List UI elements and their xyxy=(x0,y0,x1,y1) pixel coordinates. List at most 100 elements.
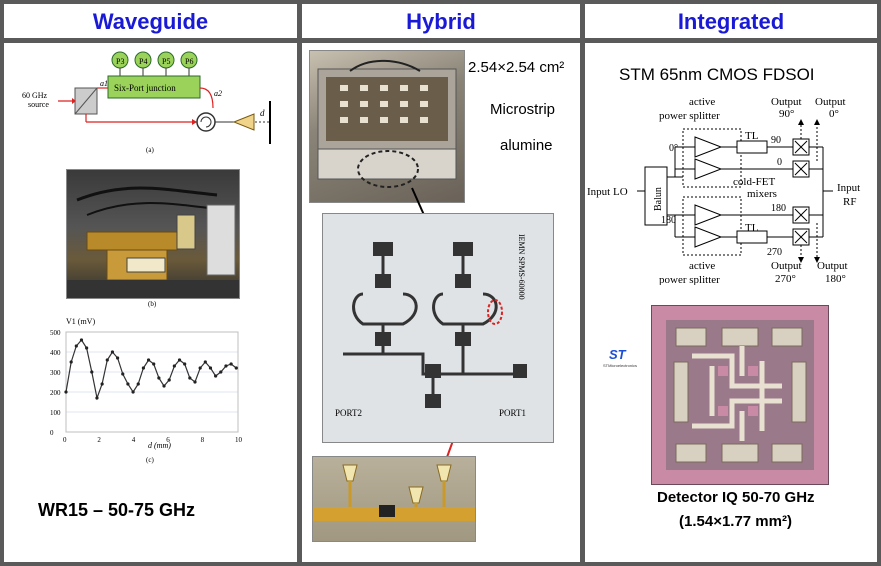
chart-data-point xyxy=(203,360,207,364)
splitter-bottom-line2: power splitter xyxy=(659,274,720,285)
deg180b-label: 180 xyxy=(771,203,786,214)
integrated-panel: STM 65nm CMOS FDSOI Output 90° Output 0°… xyxy=(585,43,877,562)
six-port-junction-box xyxy=(107,75,201,99)
amplifier-icon-3 xyxy=(694,204,723,226)
amplifier-icon-4 xyxy=(694,226,723,248)
six-port-junction-label: Six-Port junction xyxy=(114,83,176,93)
coldfet-line1: cold-FET xyxy=(733,176,775,188)
port-p5: P5 xyxy=(162,57,170,66)
header-hybrid: Hybrid xyxy=(406,9,476,34)
integrated-footer-line1: Detector IQ 50-70 GHz xyxy=(657,489,815,506)
chart-xtick-label: 2 xyxy=(97,436,101,444)
chip-die-illustration xyxy=(666,320,814,470)
chart-xtick-label: 10 xyxy=(235,436,243,444)
board-marking: IEMN SPMS-60000 xyxy=(517,234,526,300)
chart-data-point xyxy=(177,358,182,362)
header-integrated: Integrated xyxy=(677,9,785,34)
source-label-line2: source xyxy=(28,100,49,109)
chart-xtick-label: 6 xyxy=(166,436,170,444)
port-p4: P4 xyxy=(139,57,147,66)
header-waveguide: Waveguide xyxy=(92,9,209,34)
hybrid-board-illustration: IEMN SPMS-60000 PORT2 PORT1 xyxy=(335,234,527,418)
a2-label: a2 xyxy=(214,89,222,98)
chart-data-point xyxy=(162,384,166,388)
chart-grid xyxy=(65,331,239,433)
deg0-label: 0° xyxy=(669,143,678,154)
chart-ytick-label: 0 xyxy=(50,429,54,437)
a1-label: a1 xyxy=(100,79,108,88)
input-rf-line2: RF xyxy=(843,196,856,208)
coldfet-line2: mixers xyxy=(747,188,777,200)
caption-b-text: (b) xyxy=(148,300,157,308)
out270-line2: 270° xyxy=(775,273,796,285)
tl-top-label: TL xyxy=(745,130,759,142)
column-divider-1 xyxy=(297,0,302,566)
amplifier-icon-2 xyxy=(694,158,723,180)
six-port-schematic: P3 P4 P5 P6 Six-Port junction 60 GHz sou… xyxy=(22,51,271,154)
chart-data-point xyxy=(234,366,238,370)
integrated-title: STM 65nm CMOS FDSOI xyxy=(619,65,815,84)
iq-detector-schematic: Output 90° Output 0° active power splitt… xyxy=(587,96,860,285)
chart-data-point xyxy=(198,366,202,370)
chart-data-point xyxy=(183,362,187,366)
chart-data-point xyxy=(172,364,176,368)
out180-line2: 180° xyxy=(825,273,846,285)
chart-plot-area xyxy=(65,331,239,433)
out90-line1: Output xyxy=(771,96,802,108)
input-rf-line1: Input xyxy=(837,182,860,194)
out270-line1: Output xyxy=(771,260,802,272)
chart-xtick-label: 8 xyxy=(201,436,205,444)
splitter-bottom-line1: active xyxy=(689,260,715,272)
st-logo: ST xyxy=(609,347,626,362)
chart-data-point xyxy=(90,370,94,374)
deg90-label: 90 xyxy=(771,135,781,146)
chart-data-point xyxy=(141,366,145,370)
distance-d-label: d xyxy=(260,108,265,118)
hybrid-microstrip-label: Microstrip xyxy=(490,101,556,118)
waveguide-setup-illustration xyxy=(67,186,239,298)
chart-ylabel: V1 (mV) xyxy=(66,317,95,326)
chart-data-point xyxy=(121,372,125,376)
chart-data-point xyxy=(131,390,135,394)
chart-data-point xyxy=(79,338,84,342)
chart-ytick-label: 400 xyxy=(50,349,61,357)
integrated-footer-line2: (1.54×1.77 mm²) xyxy=(679,513,792,530)
splitter-top-line2: power splitter xyxy=(659,110,720,122)
chart-data-point xyxy=(152,362,156,366)
hybrid-closeup-photo xyxy=(312,456,476,542)
port1-label: PORT1 xyxy=(499,408,526,418)
st-logo-subtitle: STMicroelectronics xyxy=(603,363,638,368)
waveguide-panel: P3 P4 P5 P6 Six-Port junction 60 GHz sou… xyxy=(8,46,294,558)
port-p6: P6 xyxy=(185,57,193,66)
balun-label: Balun xyxy=(653,187,664,211)
chart-ytick-label: 200 xyxy=(50,389,61,397)
chart-data-point xyxy=(208,366,213,370)
chart-data-point xyxy=(224,364,228,368)
hybrid-panel: 2.54×2.54 cm² Microstrip alumine xyxy=(302,43,580,562)
chart-data-point xyxy=(188,376,192,380)
chart-data-point xyxy=(74,344,78,348)
chart-data-point xyxy=(100,382,104,386)
chart-points xyxy=(64,338,238,400)
port2-label: PORT2 xyxy=(335,408,362,418)
chart-data-point xyxy=(167,378,171,382)
out90-line2: 90° xyxy=(779,108,794,120)
out0-line1: Output xyxy=(815,96,846,108)
chart-ytick-label: 500 xyxy=(50,329,61,337)
chart-xlabel: d (mm) xyxy=(148,441,171,450)
chart-data-point xyxy=(214,374,218,378)
balun-box xyxy=(644,166,668,226)
horn-antenna-icon xyxy=(232,113,255,131)
caption-c: (c) xyxy=(146,456,154,464)
chart-data-point xyxy=(105,358,109,362)
chart-data-point xyxy=(126,382,130,386)
column-divider-2 xyxy=(580,0,585,566)
header-divider xyxy=(0,38,881,43)
input-lo-label: Input LO xyxy=(587,186,628,198)
hybrid-module-photo xyxy=(309,50,465,203)
hybrid-size-label: 2.54×2.54 cm² xyxy=(468,59,565,76)
chart-data-point xyxy=(193,380,197,384)
hybrid-module-illustration xyxy=(317,59,457,188)
tl-top-box xyxy=(736,140,768,154)
